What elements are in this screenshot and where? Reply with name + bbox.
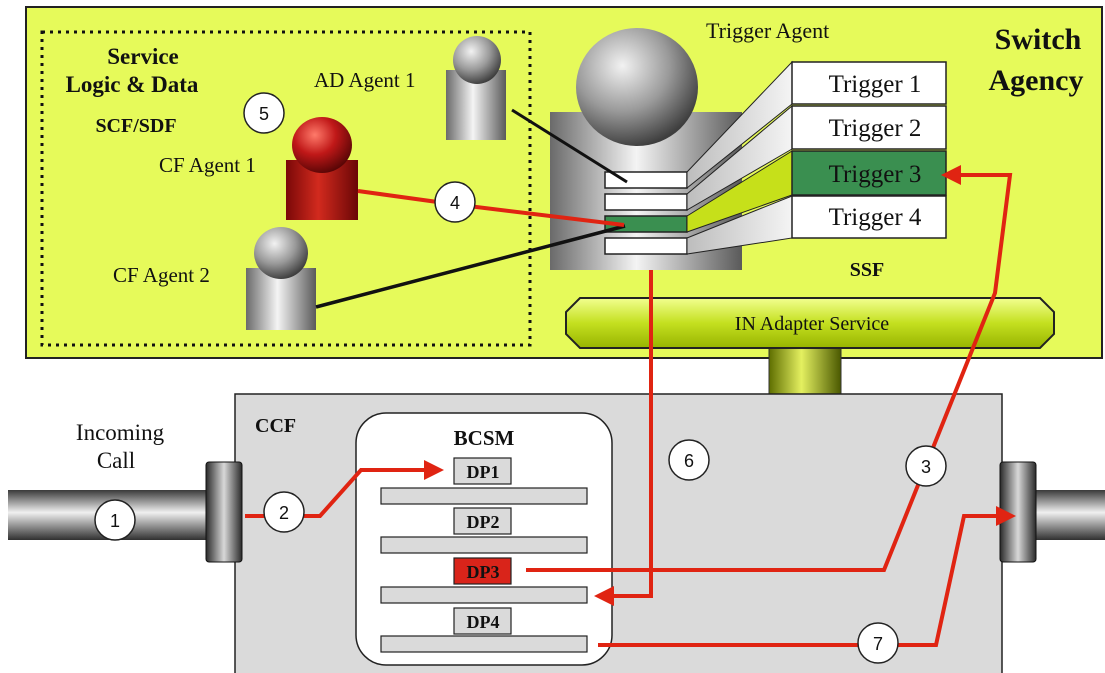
bcsm-title: BCSM	[454, 426, 515, 450]
flow-agent-to-bcsm	[594, 270, 653, 606]
dp1-label: DP1	[467, 462, 500, 482]
trigger-box-4: Trigger 4	[791, 195, 947, 239]
dp4-label: DP4	[467, 612, 500, 632]
bcsm-dp1: DP1	[453, 457, 512, 485]
ad-agent-1-head	[453, 36, 501, 84]
outgoing-pipe-cap	[999, 461, 1037, 563]
ccf-label: CCF	[255, 415, 296, 437]
in-adapter-service	[565, 297, 1055, 349]
bcsm-stage-2	[380, 536, 588, 554]
trigger-box-2: Trigger 2	[791, 105, 947, 150]
service-logic-title-line2: Logic & Data	[66, 72, 199, 97]
step-7-label: 7	[873, 634, 883, 654]
in-adapter-label: IN Adapter Service	[735, 313, 890, 335]
outgoing-pipe	[1030, 490, 1105, 540]
step-2: 2	[263, 491, 305, 533]
step-3: 3	[905, 445, 947, 487]
incoming-call-label-line1: Incoming	[76, 420, 165, 445]
bcsm-stage-1	[380, 487, 588, 505]
trigger-slot-4	[604, 237, 688, 255]
dp2-label: DP2	[467, 512, 500, 532]
trigger-2-label: Trigger 2	[829, 115, 922, 142]
step-6-label: 6	[684, 451, 694, 471]
step-4: 4	[434, 181, 476, 223]
flow-dp4-to-outgoing	[598, 506, 1016, 647]
bcsm-stage-3	[380, 586, 588, 604]
trigger-box-3: Trigger 3	[791, 150, 947, 196]
incoming-pipe-cap	[205, 461, 243, 563]
cf-agent-2-label: CF Agent 2	[113, 263, 210, 287]
step-2-label: 2	[279, 503, 289, 523]
bcsm-dp3: DP3	[453, 557, 512, 585]
cf-agent-1-head	[292, 117, 352, 173]
step-6: 6	[668, 439, 710, 481]
service-logic-title-line1: Service	[107, 44, 179, 69]
trigger-1-label: Trigger 1	[829, 71, 922, 98]
bcsm-dp2: DP2	[453, 507, 512, 535]
trigger-agent-label: Trigger Agent	[706, 18, 829, 43]
bcsm-stage-4	[380, 635, 588, 653]
step-5: 5	[243, 92, 285, 134]
cf-agent-1-label: CF Agent 1	[159, 153, 256, 177]
ssf-label: SSF	[850, 259, 884, 281]
trigger-4-label: Trigger 4	[829, 204, 922, 231]
trigger-slot-2	[604, 193, 688, 211]
flow-dp3-to-trigger-3	[526, 165, 1013, 572]
step-4-label: 4	[450, 193, 460, 213]
dp3-label: DP3	[467, 562, 500, 582]
cf-agent-2-head	[254, 227, 308, 279]
ad-agent-link	[511, 108, 628, 184]
cf-agent-2-link	[315, 224, 626, 309]
adapter-connector	[768, 344, 842, 396]
incoming-call-label-line2: Call	[97, 448, 135, 473]
service-logic-subtitle: SCF/SDF	[95, 115, 176, 137]
switch-agency-title-line2: Agency	[989, 64, 1084, 97]
trigger-3-label: Trigger 3	[829, 161, 922, 188]
trigger-box-1: Trigger 1	[791, 61, 947, 105]
step-3-label: 3	[921, 457, 931, 477]
bcsm-dp4: DP4	[453, 607, 512, 635]
trigger-agent-head	[576, 28, 698, 146]
step-5-label: 5	[259, 104, 269, 124]
step-7: 7	[857, 622, 899, 664]
ad-agent-1-label: AD Agent 1	[314, 68, 416, 92]
switch-agency-title-line1: Switch	[995, 23, 1082, 56]
step-1: 1	[94, 499, 136, 541]
step-1-label: 1	[110, 511, 120, 531]
